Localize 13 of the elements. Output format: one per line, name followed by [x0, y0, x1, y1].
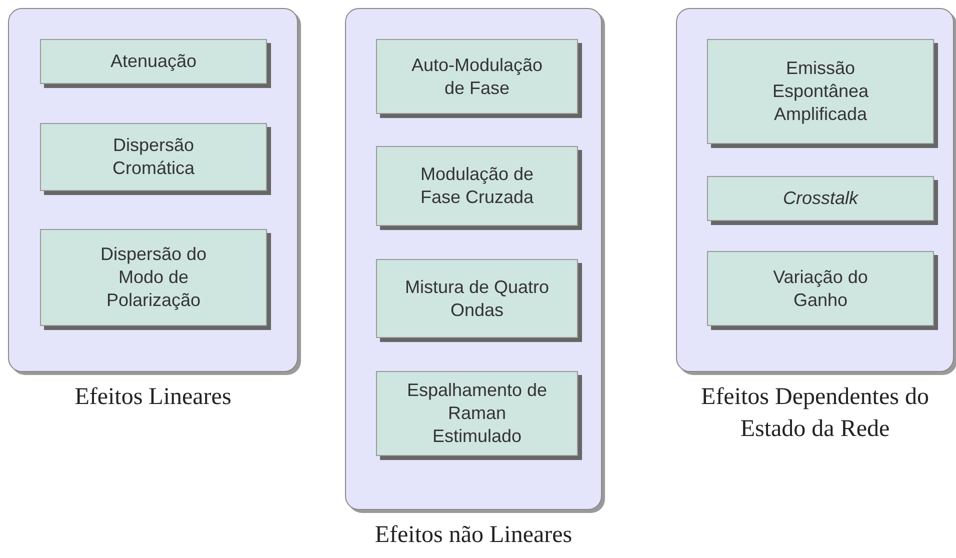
- panel-heading: Efeitos Dependentes do Estado da Rede: [700, 383, 930, 444]
- effect-label: Espalhamento de Raman Estimulado: [406, 379, 548, 448]
- effect-label: Dispersão Cromática: [111, 134, 196, 180]
- effect-label: Mistura de Quatro Ondas: [404, 276, 550, 322]
- panel-heading: Efeitos não Lineares: [374, 521, 574, 550]
- effect-label: Variação do Ganho: [772, 266, 869, 312]
- panel-heading: Efeitos Lineares: [74, 383, 232, 412]
- effect-label: Emissão Espontânea Amplificada: [771, 57, 870, 126]
- effect-label: Auto-Modulação de Fase: [410, 54, 544, 100]
- effect-label: Atenuação: [110, 50, 197, 73]
- effect-label: Modulação de Fase Cruzada: [419, 163, 535, 209]
- effect-label: Crosstalk: [782, 187, 858, 210]
- effect-label: Dispersão do Modo de Polarização: [99, 243, 208, 312]
